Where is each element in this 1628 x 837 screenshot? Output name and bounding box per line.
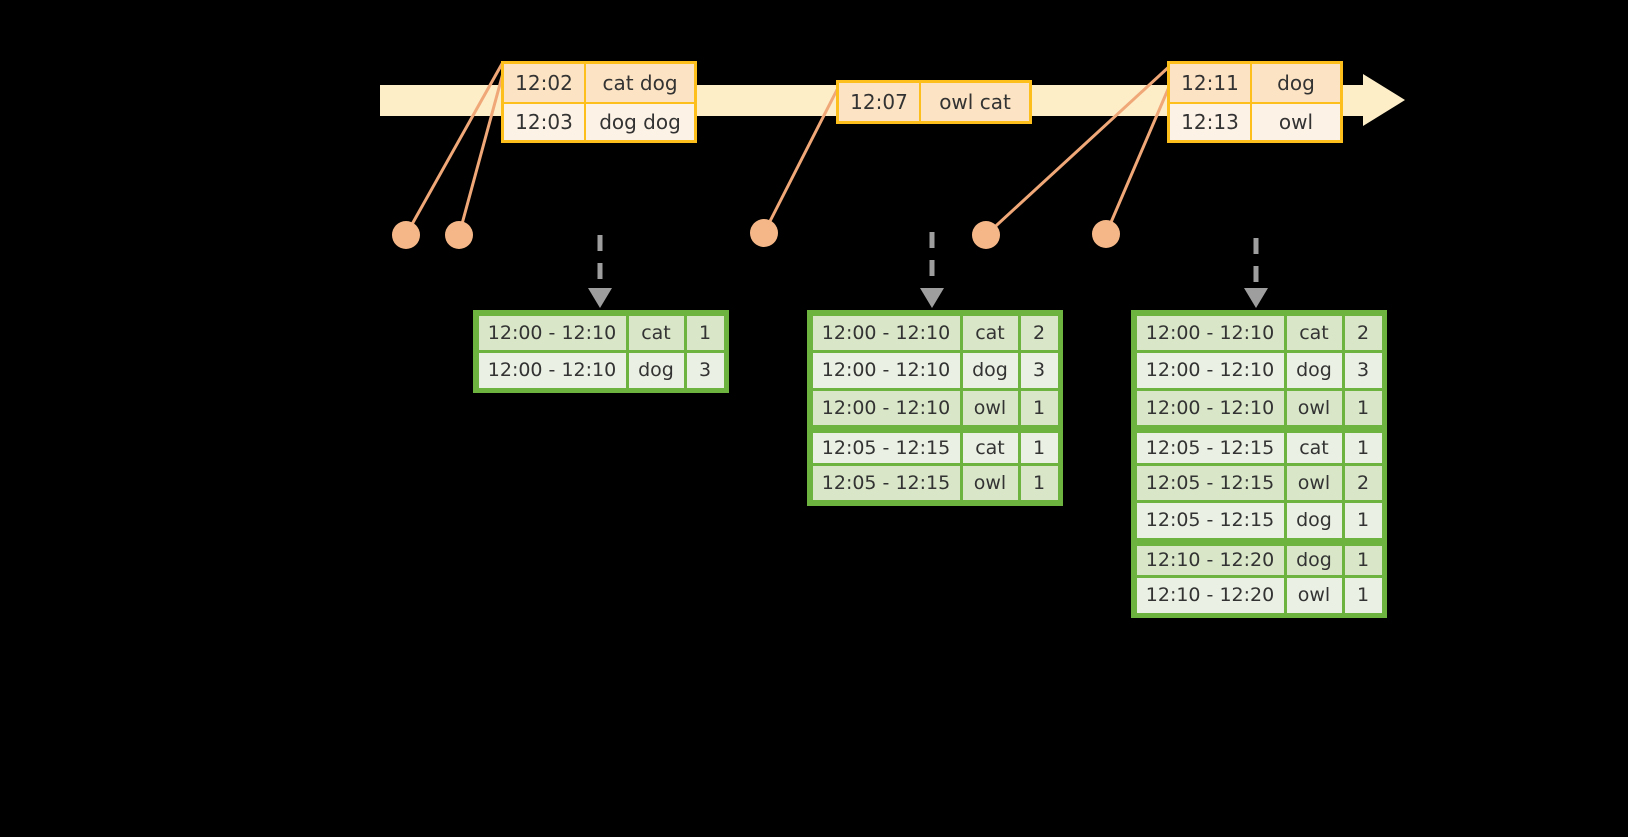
- cell-window: 12:00 - 12:10: [478, 315, 626, 350]
- cell-count: 1: [1344, 433, 1382, 463]
- cell-key: owl: [1286, 390, 1342, 425]
- event-time: 12:07: [839, 83, 921, 121]
- event-dots: [392, 219, 1120, 249]
- cell-count: 1: [1344, 390, 1382, 425]
- event-value: cat dog: [586, 64, 694, 102]
- event-dot-2: [445, 221, 473, 249]
- event-row[interactable]: 12:07 owl cat: [839, 83, 1029, 121]
- event-time: 12:13: [1170, 104, 1252, 140]
- cell-count: 1: [1020, 433, 1058, 463]
- cell-window: 12:05 - 12:15: [812, 433, 960, 463]
- cell-count: 1: [1020, 465, 1058, 500]
- event-row[interactable]: 12:03 dog dog: [504, 102, 694, 140]
- cell-count: 1: [1020, 390, 1058, 425]
- cell-key: cat: [1286, 433, 1342, 463]
- event-value: owl: [1252, 104, 1340, 140]
- event-time: 12:11: [1170, 64, 1252, 102]
- cell-window: 12:00 - 12:10: [1136, 315, 1284, 350]
- cell-key: cat: [962, 433, 1018, 463]
- event-value: dog: [1252, 64, 1340, 102]
- emit-arrowhead-icon-1: [588, 288, 612, 308]
- cell-window: 12:05 - 12:15: [812, 465, 960, 500]
- cell-window: 12:00 - 12:10: [1136, 353, 1284, 388]
- emit-arrow-heads: [588, 288, 1268, 308]
- emit-arrow-lines: [597, 232, 1259, 288]
- cell-window: 12:00 - 12:10: [1136, 390, 1284, 425]
- cell-count: 2: [1344, 315, 1382, 350]
- cell-count: 3: [1344, 353, 1382, 388]
- cell-window: 12:00 - 12:10: [812, 353, 960, 388]
- cell-window: 12:10 - 12:20: [1136, 578, 1284, 613]
- cell-count: 3: [686, 353, 724, 388]
- cell-key: owl: [962, 390, 1018, 425]
- cell-key: dog: [628, 353, 684, 388]
- cell-window: 12:10 - 12:20: [1136, 545, 1284, 575]
- event-dot-4: [972, 221, 1000, 249]
- event-row[interactable]: 12:13 owl: [1170, 102, 1340, 140]
- cell-window: 12:05 - 12:15: [1136, 503, 1284, 538]
- cell-window: 12:00 - 12:10: [812, 390, 960, 425]
- cell-count: 2: [1344, 465, 1382, 500]
- event-dot-1: [392, 221, 420, 249]
- cell-key: cat: [1286, 315, 1342, 350]
- event-group-2[interactable]: 12:07 owl cat: [836, 80, 1032, 124]
- cell-key: dog: [1286, 353, 1342, 388]
- event-time: 12:03: [504, 104, 586, 140]
- event-dot-3: [750, 219, 778, 247]
- event-dot-5: [1092, 220, 1120, 248]
- cell-key: cat: [962, 315, 1018, 350]
- cell-count: 1: [686, 315, 724, 350]
- event-group-1[interactable]: 12:02 cat dog 12:03 dog dog: [501, 61, 697, 143]
- cell-count: 2: [1020, 315, 1058, 350]
- event-time: 12:02: [504, 64, 586, 102]
- event-group-3[interactable]: 12:11 dog 12:13 owl: [1167, 61, 1343, 143]
- cell-count: 1: [1344, 503, 1382, 538]
- cell-key: cat: [628, 315, 684, 350]
- cell-key: dog: [962, 353, 1018, 388]
- emit-arrowhead-icon-2: [920, 288, 944, 308]
- emit-arrowhead-icon-3: [1244, 288, 1268, 308]
- cell-key: dog: [1286, 545, 1342, 575]
- cell-count: 1: [1344, 578, 1382, 613]
- cell-key: dog: [1286, 503, 1342, 538]
- event-row[interactable]: 12:11 dog: [1170, 64, 1340, 102]
- event-value: owl cat: [921, 83, 1029, 121]
- cell-window: 12:05 - 12:15: [1136, 433, 1284, 463]
- cell-key: owl: [962, 465, 1018, 500]
- timeline-arrowhead-icon: [1363, 74, 1405, 126]
- cell-window: 12:05 - 12:15: [1136, 465, 1284, 500]
- event-row[interactable]: 12:02 cat dog: [504, 64, 694, 102]
- event-value: dog dog: [586, 104, 694, 140]
- cell-key: owl: [1286, 578, 1342, 613]
- cell-window: 12:00 - 12:10: [812, 315, 960, 350]
- cell-count: 1: [1344, 545, 1382, 575]
- cell-key: owl: [1286, 465, 1342, 500]
- cell-window: 12:00 - 12:10: [478, 353, 626, 388]
- cell-count: 3: [1020, 353, 1058, 388]
